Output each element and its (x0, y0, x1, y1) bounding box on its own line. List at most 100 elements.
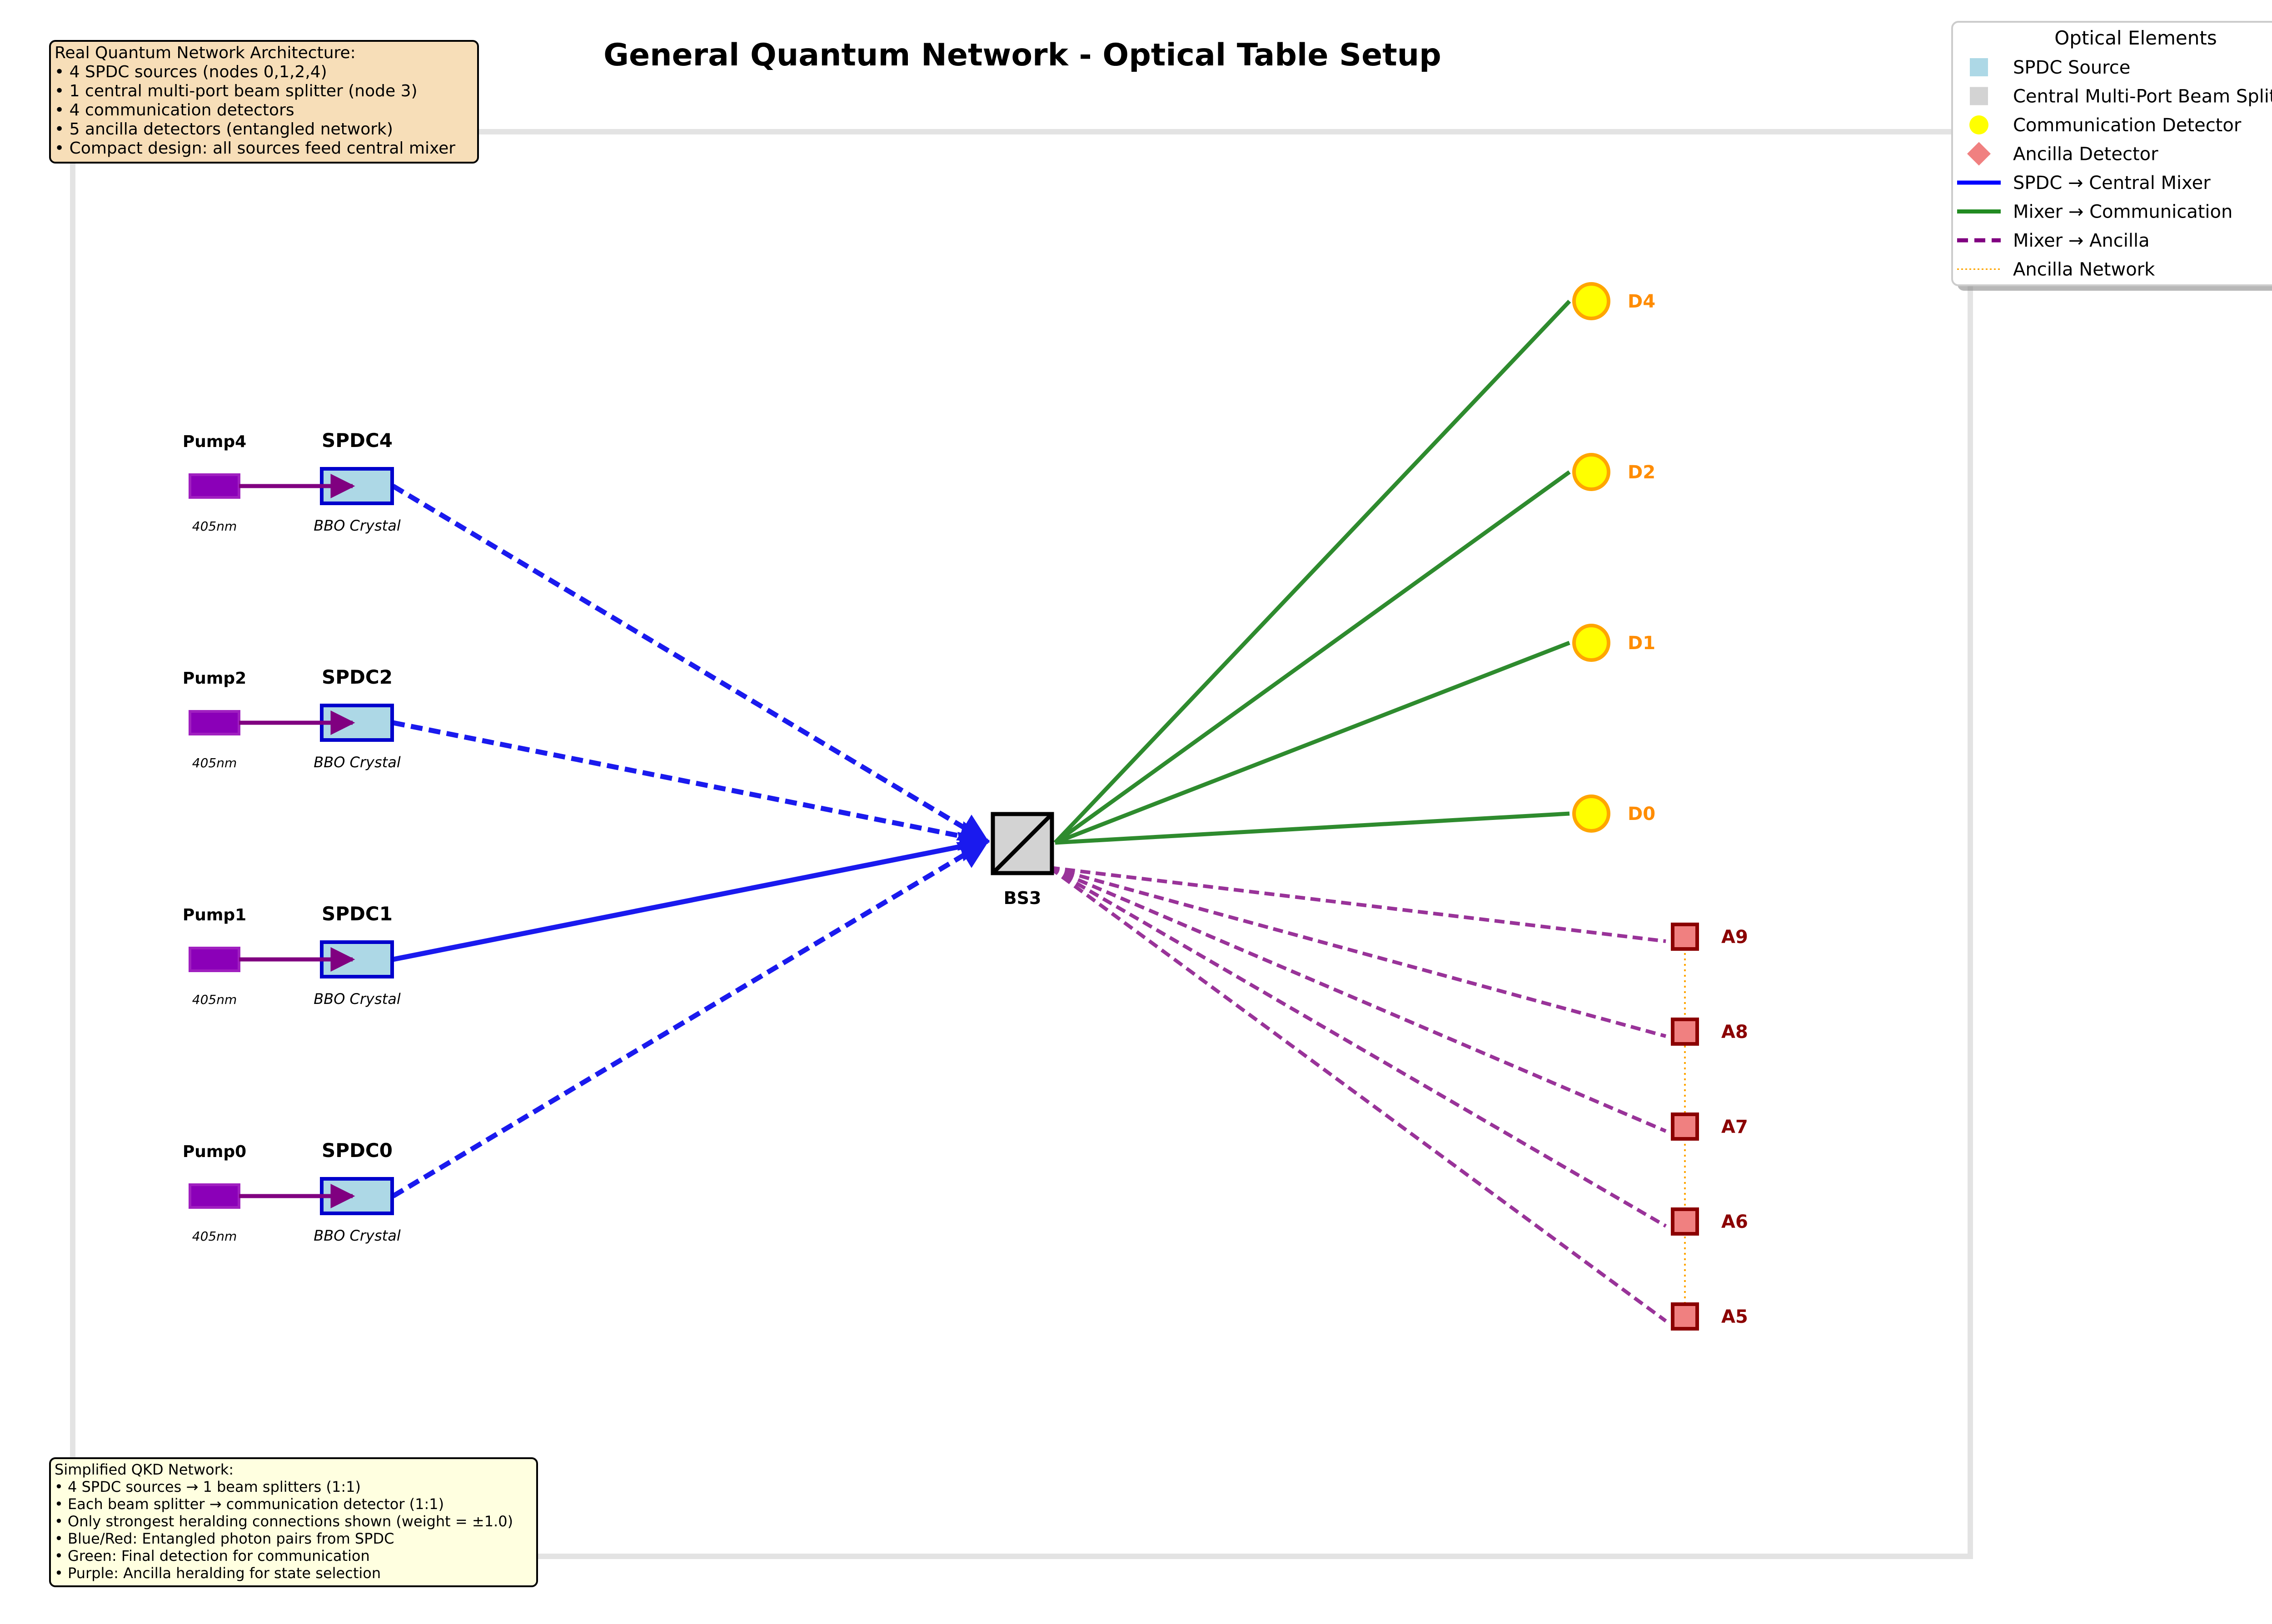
beam-splitter-diagonal (991, 812, 1054, 875)
wavelength-label: 405nm (192, 519, 237, 534)
comm-detector-label: D1 (1628, 633, 1655, 654)
ancilla-detector-label: A5 (1721, 1306, 1748, 1327)
link-bs-to-a7 (1049, 866, 1667, 1133)
spdc-label: SPDC2 (322, 666, 393, 688)
comm-detector-label: D4 (1628, 291, 1655, 312)
ancilla-detector-label: A7 (1721, 1117, 1748, 1137)
crystal-label: BBO Crystal (314, 517, 401, 534)
comm-detector-circle (1572, 624, 1610, 662)
comm-detector-d1: D1 (1572, 624, 1655, 662)
legend-item-label: Mixer → Communication (2013, 202, 2232, 223)
comm-detector-d4: D4 (1572, 282, 1655, 320)
pump-laser (189, 710, 240, 735)
legend-item-ancilla-detector: Ancilla Detector (1967, 142, 2158, 166)
comm-detector-d0: D0 (1572, 795, 1655, 833)
legend-item-central-multi-port-beam-splitter: Central Multi-Port Beam Splitter (1970, 86, 2272, 107)
link-bs-to-d0 (1055, 811, 1570, 845)
link-spdc1-to-bs (392, 832, 990, 962)
ancilla-detector-a7: A7 (1671, 1112, 1748, 1141)
note-box-background (49, 1457, 538, 1587)
legend-item-mixer-ancilla: Mixer → Ancilla (1957, 230, 2150, 251)
pump-laser (189, 473, 240, 499)
link-bs-to-d4 (1053, 299, 1571, 844)
source-spdc4: SPDC4 Pump4 405nm BBO Crystal (183, 429, 401, 534)
legend-item-ancilla-network: Ancilla Network (1957, 259, 2155, 280)
legend-circle-marker (1969, 115, 1988, 134)
central-beam-splitter: BS3 (991, 812, 1054, 908)
spdc-label: SPDC0 (322, 1139, 393, 1162)
link-bs-to-d1 (1054, 641, 1570, 845)
comm-detector-circle (1572, 453, 1610, 491)
link-spdc4-to-bs (392, 484, 990, 844)
link-spdc2-to-bs (392, 720, 990, 851)
link-bs-to-a9 (1049, 866, 1666, 943)
spdc-label: SPDC1 (322, 903, 393, 925)
link-spdc0-to-bs (392, 839, 990, 1198)
note-line-6: • Purple: Ancilla heralding for state se… (55, 1564, 381, 1582)
ancilla-detector-a8: A8 (1671, 1018, 1748, 1046)
note-line-1: • 4 SPDC sources → 1 beam splitters (1:1… (55, 1478, 361, 1495)
crystal-label: BBO Crystal (314, 990, 401, 1008)
spdc-label: SPDC4 (322, 429, 393, 452)
legend-item-label: Ancilla Detector (2013, 144, 2158, 165)
pump-laser (189, 947, 240, 972)
legend-item-mixer-communication: Mixer → Communication (1957, 202, 2232, 223)
beam-splitter-label: BS3 (1004, 888, 1041, 908)
legend-item-label: SPDC → Central Mixer (2013, 173, 2211, 194)
note-line-5: • Green: Final detection for communicati… (55, 1547, 370, 1564)
link-bs-to-a8 (1049, 866, 1667, 1038)
ancilla-detector-square (1671, 1018, 1699, 1046)
comm-detector-circle (1572, 282, 1610, 320)
pump-label: Pump4 (183, 432, 246, 451)
wavelength-label: 405nm (192, 755, 237, 770)
legend-item-label: SPDC Source (2013, 57, 2130, 78)
architecture-info-box: Real Quantum Network Architecture: • 4 S… (49, 40, 479, 164)
legend-item-spdc-central-mixer: SPDC → Central Mixer (1957, 173, 2211, 194)
ancilla-detector-a5: A5 (1671, 1302, 1748, 1331)
ancilla-detector-label: A9 (1721, 927, 1748, 948)
note-line-4: • Blue/Red: Entangled photon pairs from … (55, 1530, 394, 1547)
info-line-2: • 1 central multi-port beam splitter (no… (55, 82, 418, 100)
legend-square-marker (1970, 87, 1988, 105)
wavelength-label: 405nm (192, 1229, 237, 1244)
pump-label: Pump2 (183, 669, 246, 688)
crystal-label: BBO Crystal (314, 1227, 401, 1244)
ancilla-detector-a9: A9 (1671, 923, 1748, 951)
info-line-0: Real Quantum Network Architecture: (55, 44, 356, 62)
diagram-title: General Quantum Network - Optical Table … (603, 37, 1441, 73)
info-line-1: • 4 SPDC sources (nodes 0,1,2,4) (55, 63, 327, 81)
legend-item-label: Ancilla Network (2013, 259, 2155, 280)
pump-label: Pump0 (183, 1142, 246, 1161)
qkd-note-box: Simplified QKD Network: • 4 SPDC sources… (49, 1457, 538, 1587)
legend-item-label: Mixer → Ancilla (2013, 230, 2150, 251)
comm-detector-label: D0 (1628, 804, 1655, 824)
legend-item-spdc-source: SPDC Source (1970, 57, 2130, 78)
info-box-background (49, 40, 479, 164)
comm-detector-circle (1572, 795, 1610, 833)
ancilla-detector-square (1671, 923, 1699, 951)
source-spdc0: SPDC0 Pump0 405nm BBO Crystal (183, 1139, 401, 1244)
comm-detector-d2: D2 (1572, 453, 1655, 491)
link-bs-to-a5 (1048, 866, 1667, 1323)
legend-item-label: Communication Detector (2013, 115, 2242, 136)
note-line-3: • Only strongest heralding connections s… (55, 1513, 513, 1530)
crystal-label: BBO Crystal (314, 754, 401, 771)
ancilla-detector-a6: A6 (1671, 1207, 1748, 1236)
link-bs-to-d2 (1054, 470, 1571, 844)
legend-diamond-marker (1967, 142, 1991, 166)
legend-item-communication-detector: Communication Detector (1969, 115, 2242, 136)
link-bs-to-a6 (1048, 866, 1667, 1228)
optical-table-frame (70, 129, 1973, 1559)
legend-background (1951, 21, 2272, 286)
pump-label: Pump1 (183, 906, 246, 924)
ancilla-detector-square (1671, 1112, 1699, 1141)
info-line-3: • 4 communication detectors (55, 101, 294, 119)
pump-laser (189, 1183, 240, 1209)
legend-square-marker (1970, 58, 1988, 76)
legend-title: Optical Elements (2054, 27, 2217, 49)
